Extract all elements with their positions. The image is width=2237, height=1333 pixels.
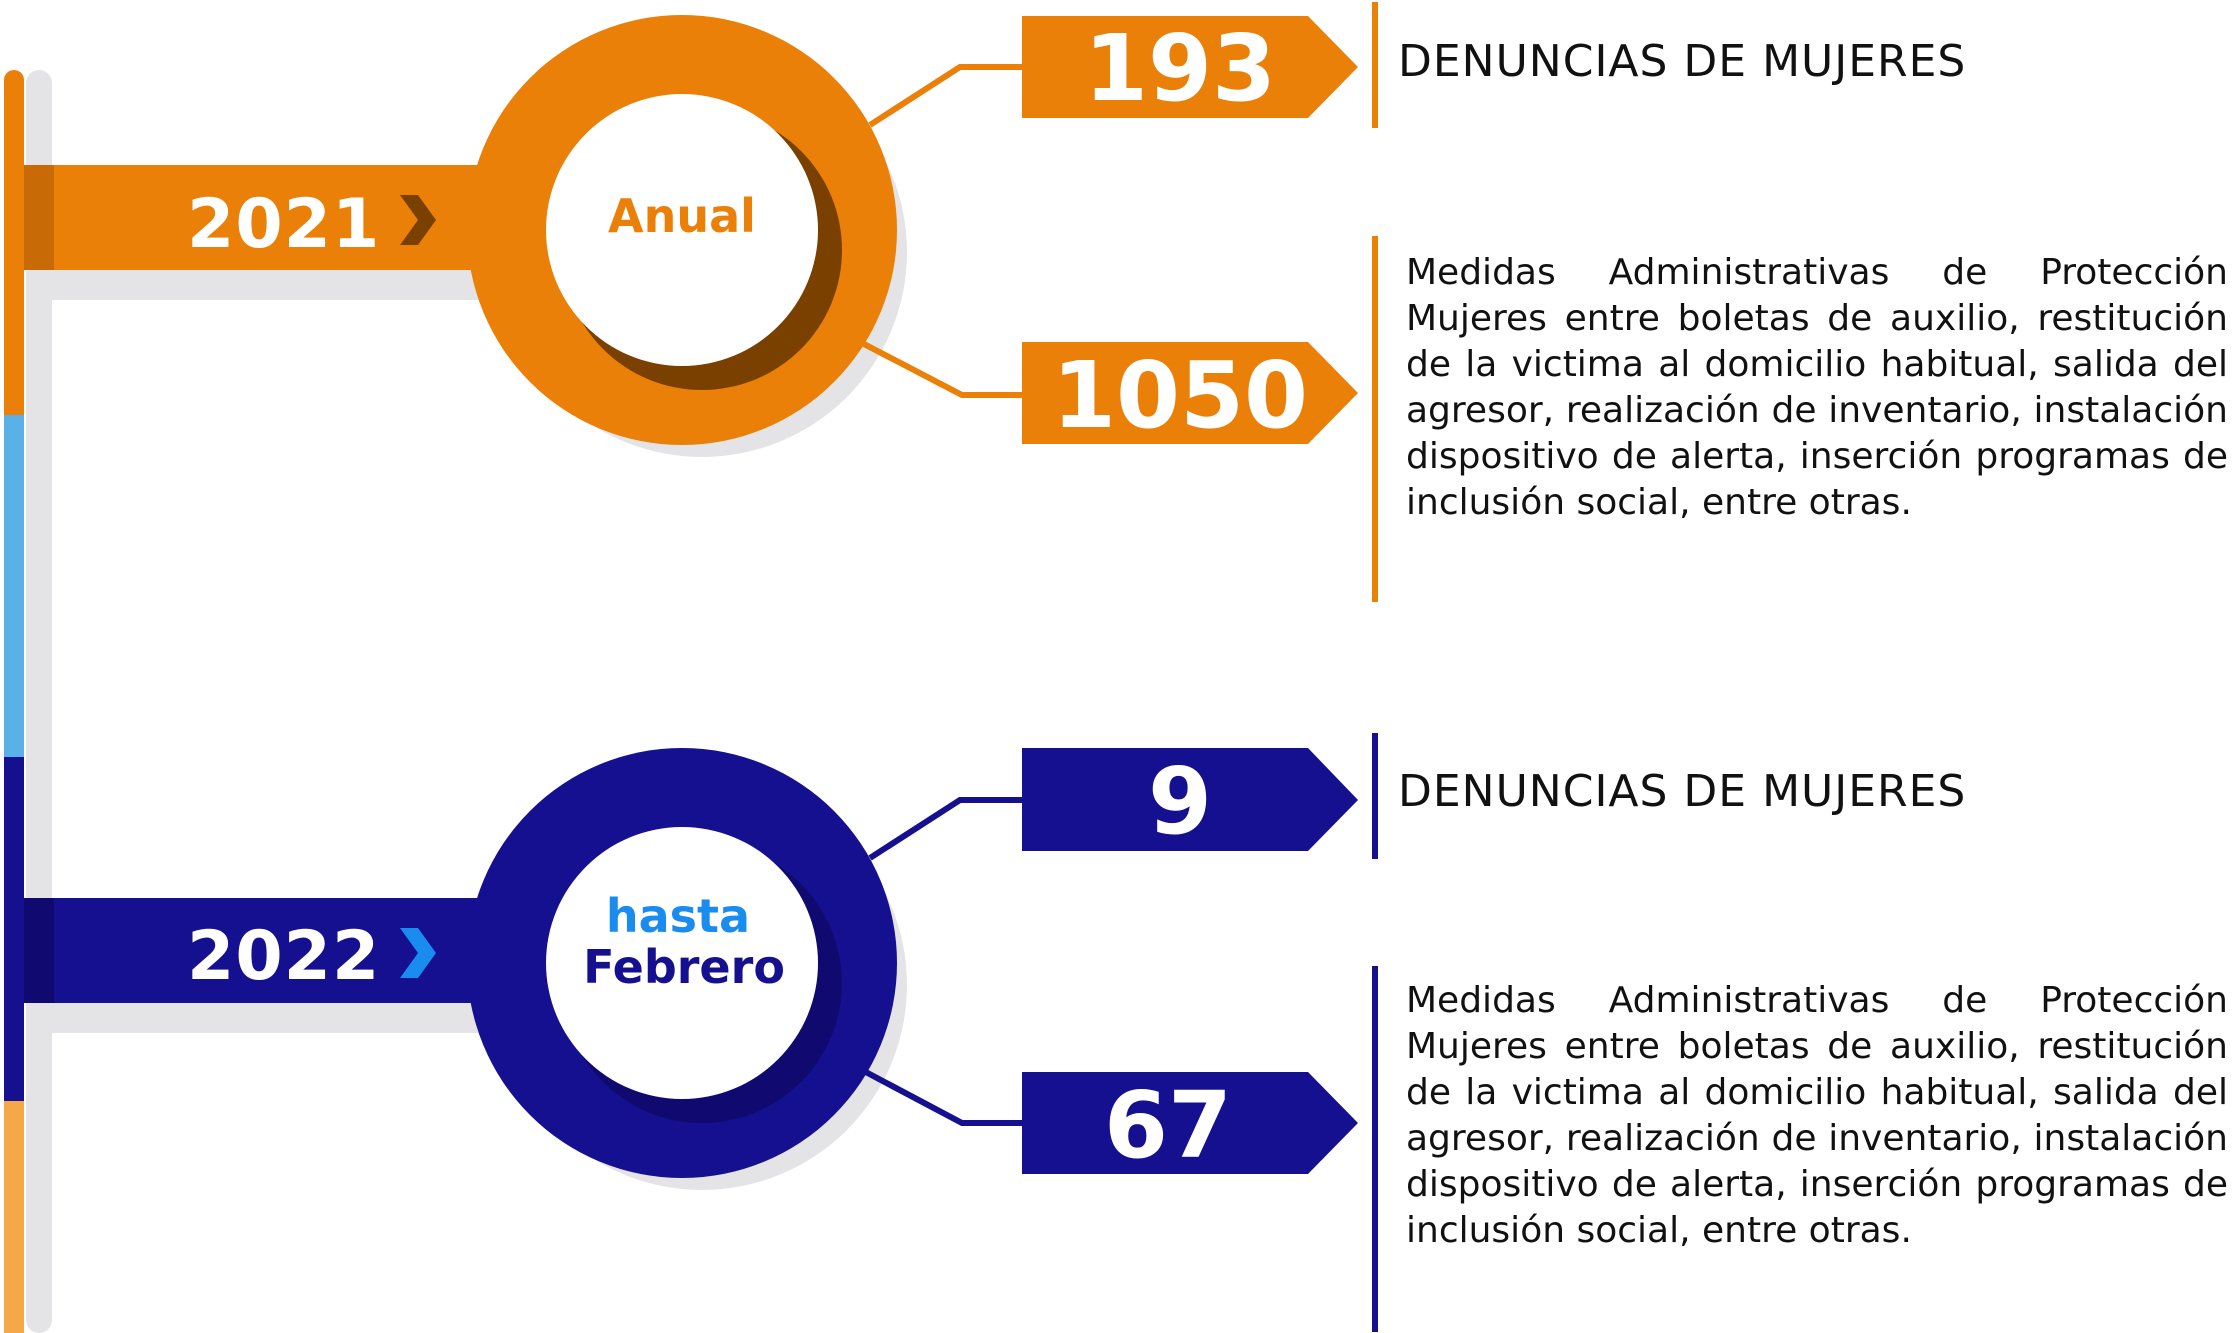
denuncias-separator: [1372, 733, 1378, 859]
medidas-value-tag: [1022, 342, 1358, 444]
denuncias-value: 193: [1084, 15, 1276, 122]
entry-2022: 2022 hasta Febrero 9 67: [24, 733, 1378, 1332]
timeline-bar-shadow: [26, 70, 52, 1333]
medidas-value: 67: [1104, 1072, 1232, 1179]
timeline-bar: [4, 70, 24, 1333]
connector-line-top: [868, 64, 1022, 128]
year-label: 2021: [187, 185, 380, 264]
year-ribbon: [24, 165, 524, 270]
ribbon-fold: [24, 165, 54, 270]
year-ribbon: [24, 898, 524, 1003]
chevron-right-icon: [400, 195, 436, 245]
denuncias-value-tag: [1022, 16, 1358, 118]
denuncias-value: 9: [1148, 748, 1212, 855]
connector-line-bottom: [860, 1067, 1022, 1126]
denuncias-label: DENUNCIAS DE MUJERES: [1398, 36, 1967, 87]
medidas-description: Medidas Administrativas de Protección Mu…: [1406, 980, 2228, 1251]
period-circle: [546, 827, 818, 1099]
period-label-line2: Febrero: [583, 940, 785, 994]
medidas-value-tag: [1022, 1072, 1358, 1174]
year-label: 2022: [187, 917, 380, 996]
medidas-separator: [1372, 966, 1378, 1332]
year-ribbon-shadow: [52, 270, 522, 300]
entry-2021: 2021 Anual 193 1050: [24, 2, 1378, 602]
period-label: Anual: [608, 189, 756, 243]
period-circle: [546, 94, 818, 366]
medidas-value: 1050: [1052, 342, 1308, 449]
medidas-description: Medidas Administrativas de Protección Mu…: [1406, 252, 2228, 523]
year-ribbon-shadow: [52, 1003, 522, 1033]
ribbon-fold: [24, 898, 54, 1003]
period-label-line1: hasta: [606, 889, 750, 943]
denuncias-separator: [1372, 2, 1378, 128]
denuncias-label: DENUNCIAS DE MUJERES: [1398, 766, 1967, 817]
denuncias-value-tag: [1022, 748, 1358, 851]
medidas-separator: [1372, 236, 1378, 602]
connector-line-bottom: [860, 340, 1022, 398]
connector-line-top: [868, 797, 1022, 861]
chevron-right-icon: [400, 928, 436, 978]
